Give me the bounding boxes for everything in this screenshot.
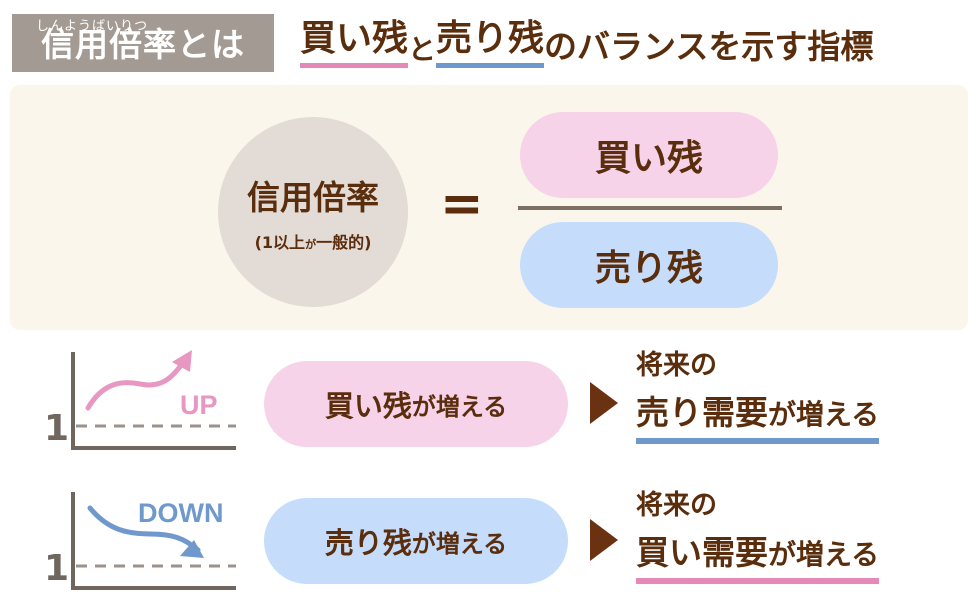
headline-rest: のバランスを示す指標 bbox=[544, 27, 874, 66]
headline: 買い残 と 売り残 のバランスを示す指標 bbox=[300, 18, 873, 68]
ratio-note-b: が bbox=[305, 238, 317, 251]
axis-one-up: 1 bbox=[44, 408, 70, 449]
result-down: 将来の 買い需要が増える bbox=[636, 490, 880, 584]
down-label: DOWN bbox=[138, 498, 223, 528]
sell-increase-pill: 売り残が増える bbox=[264, 498, 568, 584]
arrow-right-icon bbox=[590, 519, 618, 561]
result-up-line1: 将来の bbox=[636, 350, 717, 381]
axis-one-down: 1 bbox=[44, 548, 70, 589]
sell-increase-main: 売り残 bbox=[324, 526, 412, 560]
title-ruby: しんようばいりつ bbox=[36, 19, 149, 34]
ratio-label: 信用倍率 bbox=[247, 178, 379, 217]
up-chart-graphic: UP bbox=[71, 350, 236, 450]
arrow-right-icon bbox=[590, 382, 618, 424]
ratio-circle: 信用倍率 (1以上が一般的) bbox=[218, 117, 408, 307]
fraction-line bbox=[518, 206, 782, 210]
up-chart: UP 1 bbox=[40, 348, 250, 458]
result-down-line1: 将来の bbox=[636, 490, 717, 521]
ratio-note-c: 一般的) bbox=[316, 233, 372, 252]
up-label: UP bbox=[180, 390, 218, 420]
result-down-line2: 買い需要が増える bbox=[636, 526, 880, 584]
denominator-pill: 売り残 bbox=[520, 222, 778, 308]
buy-increase-main: 買い残 bbox=[324, 389, 412, 423]
ratio-note-a: (1以上 bbox=[254, 233, 306, 252]
title-main: 信用倍率とは bbox=[41, 25, 245, 64]
headline-buy-balance: 買い残 bbox=[300, 9, 409, 68]
buy-increase-pill: 買い残が増える bbox=[264, 361, 568, 447]
formula-panel bbox=[10, 85, 968, 330]
result-down-main: 買い需要 bbox=[636, 533, 768, 572]
down-chart-graphic: DOWN bbox=[71, 492, 236, 590]
equals-sign: = bbox=[440, 174, 484, 234]
headline-connector: と bbox=[408, 33, 437, 66]
down-chart: DOWN 1 bbox=[40, 488, 250, 598]
buy-increase-rest: が増える bbox=[411, 392, 508, 421]
result-up-rest: が増える bbox=[768, 398, 880, 431]
result-down-rest: が増える bbox=[768, 538, 880, 571]
sell-increase-rest: が増える bbox=[411, 529, 508, 558]
result-up: 将来の 売り需要が増える bbox=[636, 350, 880, 444]
result-up-line2: 売り需要が増える bbox=[636, 386, 880, 444]
numerator-pill: 買い残 bbox=[520, 112, 778, 198]
ratio-note: (1以上が一般的) bbox=[255, 229, 372, 253]
title-box: しんようばいりつ 信用倍率とは bbox=[12, 14, 274, 72]
headline-sell-balance: 売り残 bbox=[436, 9, 545, 68]
result-up-main: 売り需要 bbox=[636, 393, 768, 432]
